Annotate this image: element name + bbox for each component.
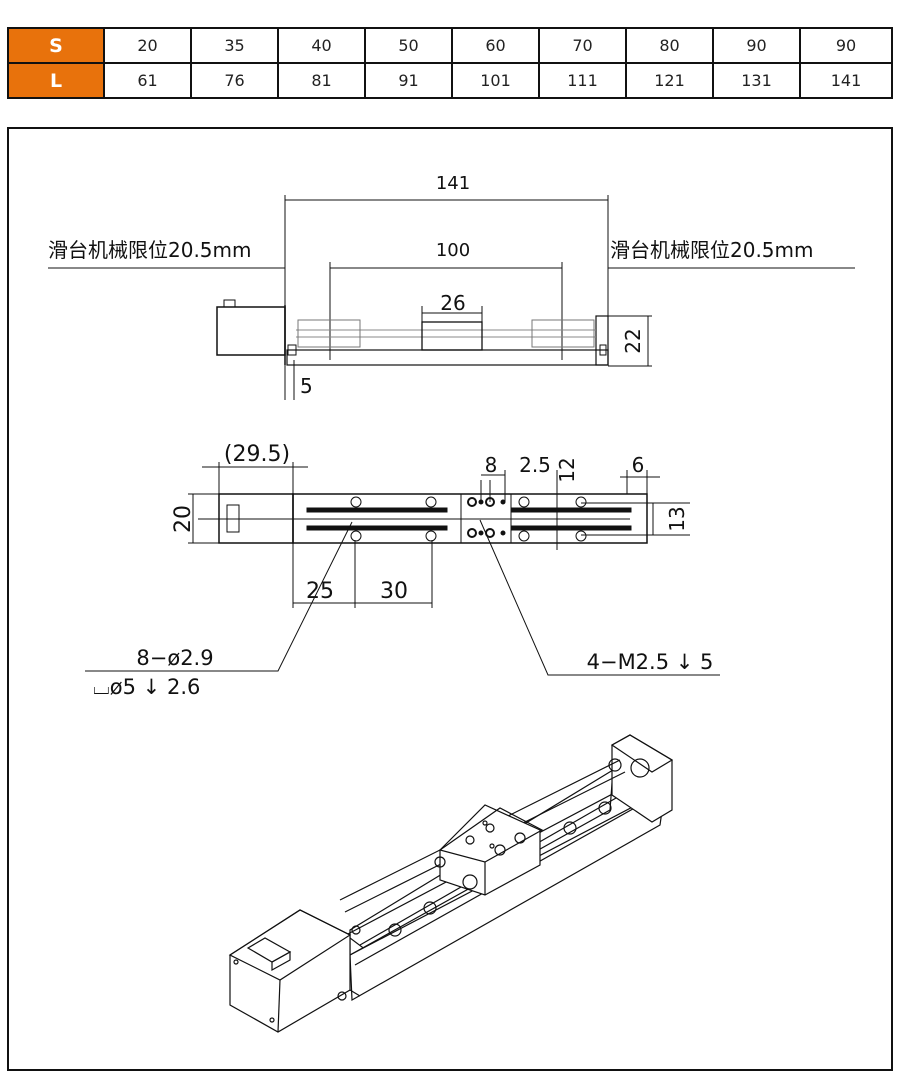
dim-26: 26	[440, 291, 465, 315]
motor-iso	[229, 909, 351, 1033]
carriage-plan	[460, 493, 512, 544]
cell: 20	[103, 27, 192, 64]
dim-141: 141	[436, 173, 470, 194]
cell: 90	[712, 27, 801, 64]
cell: 50	[364, 27, 453, 64]
cell: 61	[103, 62, 192, 99]
cell: 40	[277, 27, 366, 64]
dim-13: 13	[665, 506, 689, 531]
dim-30: 30	[380, 579, 408, 604]
dim-29-5: (29.5)	[224, 442, 290, 467]
carriage	[421, 321, 483, 351]
side-view: 141 100 滑台机械限位20.5mm 滑台机械限位20.5mm 26 22 …	[48, 173, 855, 400]
dim-20: 20	[171, 505, 196, 533]
dim-5: 5	[300, 374, 313, 398]
counterbore-note: ⌴ø5 ↓ 2.6	[93, 675, 200, 699]
cell: 111	[538, 62, 627, 99]
cell: 101	[451, 62, 540, 99]
cell: 60	[451, 27, 540, 64]
right-limit-note: 滑台机械限位20.5mm	[610, 238, 814, 262]
leader-tapped-holes	[479, 519, 720, 676]
table-row-l: L 61 76 81 91 101 111 121 131 141	[7, 62, 893, 99]
drawing-frame	[7, 127, 893, 1071]
cell: 131	[712, 62, 801, 99]
row-header-l: L	[7, 62, 105, 99]
dim-22: 22	[621, 328, 645, 353]
dim-8: 8	[485, 453, 498, 477]
tapped-hole-note: 4−M2.5 ↓ 5	[587, 650, 714, 674]
plan-view: (29.5) 20 8 2.5 12 6 13	[85, 442, 720, 699]
dim-25: 25	[306, 579, 334, 604]
isometric-view	[228, 734, 674, 1033]
dim-6: 6	[632, 453, 645, 477]
spec-table: S 20 35 40 50 60 70 80 90 90 L 61 76 81 …	[7, 27, 893, 99]
dim-12: 12	[555, 457, 579, 482]
cell: 141	[799, 62, 893, 99]
dim-2-5: 2.5	[519, 453, 551, 477]
cell: 91	[364, 62, 453, 99]
motor	[216, 306, 286, 356]
cell: 81	[277, 62, 366, 99]
dim-100: 100	[436, 240, 470, 261]
cell: 80	[625, 27, 714, 64]
left-limit-note: 滑台机械限位20.5mm	[48, 238, 252, 262]
mount-hole-note: 8−ø2.9	[136, 646, 213, 670]
cell: 121	[625, 62, 714, 99]
cell: 70	[538, 27, 627, 64]
row-header-s: S	[7, 27, 105, 64]
cell: 35	[190, 27, 279, 64]
cell: 90	[799, 27, 893, 64]
cell: 76	[190, 62, 279, 99]
leader-mount-holes	[85, 521, 353, 672]
table-row-s: S 20 35 40 50 60 70 80 90 90	[7, 27, 893, 64]
